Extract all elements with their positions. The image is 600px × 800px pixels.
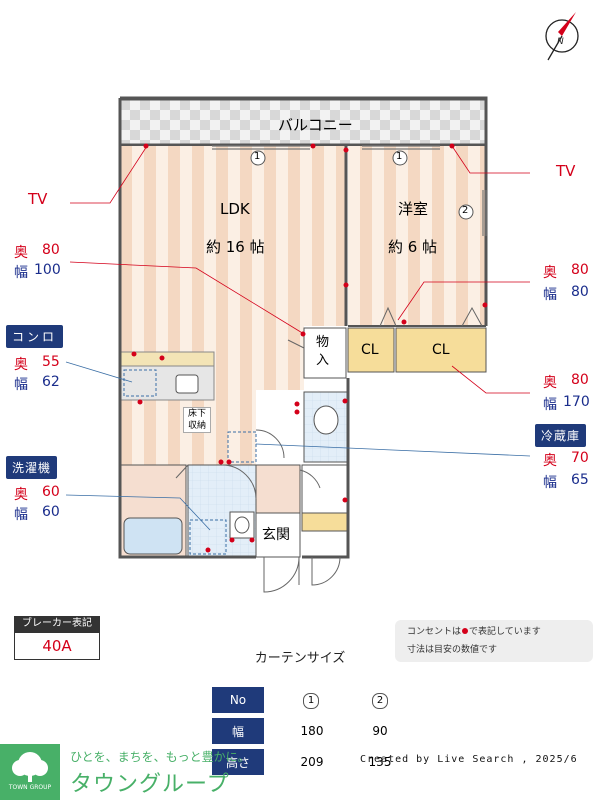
fridge-depth-value: 70 (571, 450, 589, 466)
curtain-cell: 1 (264, 687, 336, 713)
closet-width-value: 170 (563, 394, 590, 410)
curtain-height-2: 135 (368, 755, 392, 769)
tv-left-label: TV (28, 190, 48, 208)
washer-width-value: 60 (42, 504, 60, 520)
breaker-value: 40A (14, 632, 100, 660)
fridge-tag: 冷蔵庫 (535, 424, 587, 447)
western-width-label: 幅 (543, 287, 557, 303)
washer-slot (189, 519, 227, 555)
western-width-value: 80 (571, 284, 589, 300)
window-marker-2 (458, 204, 474, 220)
fridge-width-label: 幅 (543, 475, 557, 491)
tv-right-label: TV (556, 162, 576, 180)
credit-line: Created by Live Search , 2025/6 (360, 754, 578, 765)
window-marker-1b (392, 150, 408, 166)
note-line1-a: コンセントは (407, 627, 462, 637)
shoe-cabinet (301, 512, 349, 532)
curtain-height-1: 209 (300, 755, 324, 769)
tree-logo-icon (12, 752, 48, 782)
washer-width-label: 幅 (14, 507, 28, 523)
storage-label: 物入 (316, 335, 330, 368)
ldk-width-value: 100 (34, 262, 61, 278)
fridge-slot (227, 431, 257, 463)
washroom (187, 464, 257, 558)
washer-depth-value: 60 (42, 484, 60, 500)
note-line2: 寸法は目安の数値です (407, 645, 498, 655)
logo-subtitle: TOWN GROUP (8, 784, 52, 791)
svg-text:N: N (557, 37, 564, 47)
western-room-label: 洋室 (398, 200, 429, 218)
curtain-table: No 1 2 幅 180 90 高さ 209 135 (212, 682, 404, 780)
stove-width-label: 幅 (14, 377, 28, 393)
stove-depth-label: 奥 (14, 357, 28, 373)
western-depth-value: 80 (571, 262, 589, 278)
outlet-markers (131, 143, 488, 553)
storage-area (303, 327, 347, 379)
hallway (255, 464, 301, 514)
ldk-width-label: 幅 (14, 265, 28, 281)
underfloor-storage-label: 床下収納 (183, 407, 211, 433)
ldk-size: 約 16 帖 (206, 238, 265, 256)
entry-storage (301, 464, 349, 514)
curtain-header-no: No (212, 687, 264, 713)
closet-depth-label: 奥 (543, 375, 557, 391)
window-marker-label: 1 (254, 151, 261, 162)
bathtub-icon (123, 517, 183, 555)
window-marker-label: 1 (396, 151, 403, 162)
washer-tag: 洗濯機 (6, 456, 58, 479)
closet-left-label: CL (361, 342, 379, 358)
table-row: No 1 2 (212, 687, 404, 713)
western-room-floor (348, 146, 486, 326)
doors (175, 306, 483, 593)
annotation-leaders (65, 145, 531, 531)
breaker-title: ブレーカー表記 (14, 616, 100, 632)
window-lines (212, 145, 487, 236)
entrance-area (255, 512, 301, 558)
kitchen-counter-top (119, 365, 215, 401)
wash-basin-bowl-icon (234, 516, 250, 534)
closet-right-label: CL (432, 342, 450, 358)
fridge-width-value: 65 (571, 472, 589, 488)
balcony-area (119, 99, 487, 145)
company-brand: タウングループ (70, 772, 230, 797)
entrance-label: 玄関 (262, 527, 290, 543)
closet-left-area (347, 327, 395, 373)
note-line1-b: で表記しています (469, 627, 541, 637)
curtain-width-1: 180 (300, 724, 324, 738)
western-depth-label: 奥 (543, 265, 557, 281)
stove-icon (123, 369, 157, 397)
legend-note: コンセントはで表記しています 寸法は目安の数値です (395, 620, 593, 662)
closet-depth-value: 80 (571, 372, 589, 388)
outlet-dot-icon (462, 628, 469, 634)
western-room-size: 約 6 帖 (388, 238, 438, 256)
north-compass-icon: N (545, 12, 579, 61)
window-marker-1a (250, 150, 266, 166)
ldk-depth-label: 奥 (14, 245, 28, 261)
window-marker-label: 2 (462, 205, 469, 216)
table-row: 高さ 209 135 (212, 749, 404, 775)
balcony-label: バルコニー (278, 116, 353, 134)
curtain-no-1: 1 (303, 692, 319, 709)
fridge-depth-label: 奥 (543, 453, 557, 469)
curtain-cell: 2 (336, 687, 404, 713)
curtain-no-2: 2 (372, 692, 388, 709)
walls (118, 96, 488, 559)
company-slogan: ひとを、まちを、もっと豊かに。 (70, 750, 250, 764)
stove-depth-value: 55 (42, 354, 60, 370)
closet-right-area (395, 327, 487, 373)
curtain-header-height: 高さ (212, 749, 264, 775)
curtain-width-2: 90 (372, 724, 388, 738)
sink-icon (175, 374, 199, 394)
stove-tag: コンロ (6, 325, 64, 348)
curtain-header-width: 幅 (212, 718, 264, 744)
stove-width-value: 62 (42, 374, 60, 390)
toilet-icon (313, 405, 339, 435)
closet-width-label: 幅 (543, 397, 557, 413)
curtain-title: カーテンサイズ (254, 651, 346, 666)
ldk-depth-value: 80 (42, 242, 60, 258)
ldk-label: LDK (220, 200, 250, 218)
washer-depth-label: 奥 (14, 487, 28, 503)
table-row: 幅 180 90 (212, 718, 404, 744)
